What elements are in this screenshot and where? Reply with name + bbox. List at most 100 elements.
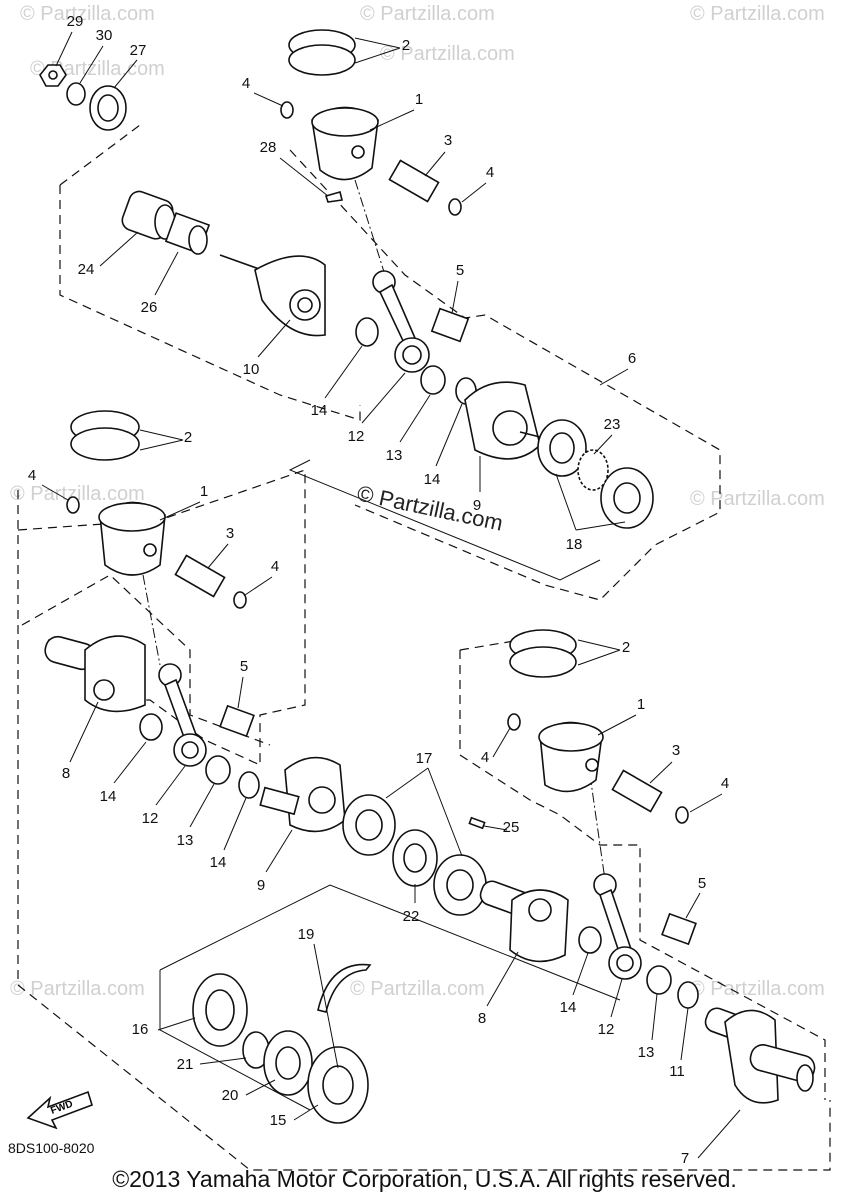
fwd-arrow-icon: FWD: [26, 1090, 93, 1130]
callout-c5b: 5: [240, 658, 248, 675]
callout-c12c: 12: [598, 1021, 615, 1038]
callout-c14e: 14: [560, 999, 577, 1016]
washer-14d: [238, 771, 260, 799]
callout-c26: 26: [141, 299, 158, 316]
copyright-footer: ©2013 Yamaha Motor Corporation, U.S.A. A…: [112, 1166, 737, 1192]
callout-c20: 20: [222, 1087, 239, 1104]
callout-c13a: 13: [386, 447, 403, 464]
watermark-faint: © Partzilla.com: [690, 978, 825, 1000]
callout-c2b: 2: [184, 429, 192, 446]
clip-4c: [66, 496, 80, 514]
bearing-17b: [433, 854, 487, 916]
watermark-faint: © Partzilla.com: [10, 978, 145, 1000]
watermark-faint: © Partzilla.com: [20, 3, 155, 25]
clip-4d: [233, 591, 247, 609]
callout-c11: 11: [669, 1063, 685, 1080]
callout-c4c: 4: [28, 467, 36, 484]
piston-rings-2a: [288, 29, 356, 76]
document-code: 8DS100-8020: [8, 1140, 95, 1156]
callout-c1c: 1: [637, 696, 645, 713]
crank-9a: [464, 381, 561, 460]
piston-pin-3b: [174, 554, 226, 598]
piston-1a: [311, 106, 379, 181]
crank-8b: [479, 880, 569, 963]
bearings-18: [537, 419, 654, 529]
callout-c9a: 9: [473, 497, 481, 514]
bearing-5b: [219, 704, 255, 738]
callout-c4d: 4: [271, 558, 279, 575]
callout-c3c: 3: [672, 742, 680, 759]
callout-c3a: 3: [444, 132, 452, 149]
callout-c29: 29: [67, 13, 84, 30]
faint-watermarks: © Partzilla.com © Partzilla.com © Partzi…: [10, 3, 825, 1000]
callout-c10: 10: [243, 361, 260, 378]
callout-c12b: 12: [142, 810, 159, 827]
callout-c6: 6: [628, 350, 636, 367]
clip-4a: [280, 101, 294, 119]
callout-c8a: 8: [62, 765, 70, 782]
seal-11: [677, 981, 699, 1009]
callout-c22: 22: [403, 908, 420, 925]
crank-8a: [44, 635, 146, 713]
callout-c24: 24: [78, 261, 95, 278]
connecting-rod-12c: [593, 873, 642, 980]
clip-4f: [675, 806, 689, 824]
bearing-16: [192, 973, 248, 1047]
bearing-24: [121, 190, 176, 240]
callout-c4b: 4: [486, 164, 494, 181]
bearing-5c: [661, 912, 697, 946]
callout-c19: 19: [298, 926, 315, 943]
callout-c2a: 2: [402, 37, 410, 54]
key-28: [324, 191, 343, 203]
callout-c4a: 4: [242, 75, 250, 92]
callout-c15: 15: [270, 1112, 287, 1129]
piston-1b: [98, 501, 166, 576]
sleeve-26: [164, 212, 211, 255]
seal-22: [392, 829, 438, 887]
crank-10: [219, 254, 326, 337]
callout-c14d: 14: [210, 854, 227, 871]
piston-1c: [538, 721, 604, 793]
callout-c13b: 13: [177, 832, 194, 849]
piston-rings-2b: [70, 410, 140, 461]
bearing-13a: [420, 365, 446, 395]
washer-14a: [355, 317, 379, 347]
clip-4b: [448, 198, 462, 216]
watermark-faint: © Partzilla.com: [360, 3, 495, 25]
callout-c3b: 3: [226, 525, 234, 542]
washer-14c: [139, 713, 163, 741]
callout-c17: 17: [416, 750, 433, 767]
callout-c8b: 8: [478, 1010, 486, 1027]
oil-seal-27: [89, 85, 127, 131]
callout-c18: 18: [566, 536, 583, 553]
callout-c4f: 4: [721, 775, 729, 792]
callout-c12a: 12: [348, 428, 365, 445]
piston-pin-3c: [611, 769, 663, 813]
callout-c7: 7: [681, 1150, 689, 1167]
crank-9b: [259, 756, 346, 833]
watermark-faint: © Partzilla.com: [350, 978, 485, 1000]
callout-c25: 25: [503, 819, 520, 836]
watermark-faint: © Partzilla.com: [380, 43, 515, 65]
watermark-faint: © Partzilla.com: [10, 483, 145, 505]
pin-25: [468, 816, 486, 830]
seal-20: [263, 1030, 313, 1096]
ring-23: [577, 449, 609, 491]
callout-c23: 23: [604, 416, 621, 433]
circlip-19: [317, 963, 372, 1013]
bearing-5a: [430, 307, 470, 343]
callout-c2c: 2: [622, 639, 630, 656]
callout-c9b: 9: [257, 877, 265, 894]
callout-c30: 30: [96, 27, 113, 44]
callout-c5a: 5: [456, 262, 464, 279]
clip-4e: [507, 713, 521, 731]
centre-lines: [142, 179, 606, 881]
piston-pin-3a: [388, 159, 440, 203]
callout-c5c: 5: [698, 875, 706, 892]
washer-14e: [578, 926, 602, 954]
connecting-rod-12a: [372, 270, 430, 373]
callout-c1a: 1: [415, 91, 423, 108]
callout-c13c: 13: [638, 1044, 655, 1061]
